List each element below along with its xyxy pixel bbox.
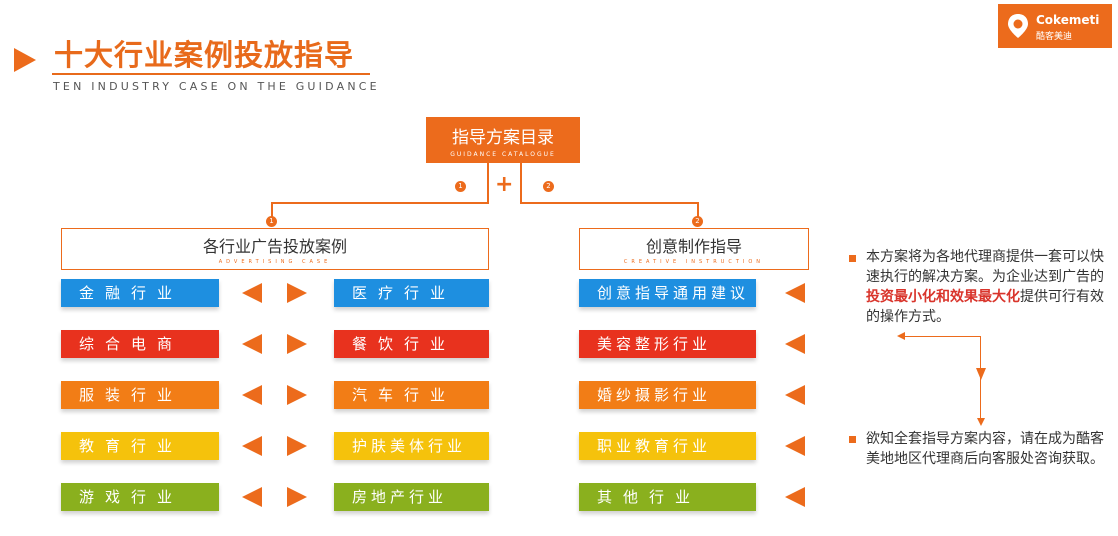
industry-item: 房地产行业 bbox=[334, 483, 489, 511]
arrow-left-icon bbox=[785, 334, 805, 354]
advertising-case-subtitle: ADVERTISING CASE bbox=[218, 259, 332, 265]
note-highlight: 效果最大化 bbox=[950, 289, 1020, 305]
arrow-right-icon bbox=[287, 283, 307, 303]
arrow-left-icon bbox=[785, 436, 805, 456]
note-text: 和 bbox=[936, 289, 950, 305]
note-arrow-left-icon bbox=[897, 332, 905, 340]
note-description: 本方案将为各地代理商提供一套可以快速执行的解决方案。为企业达到广告的投资最小化和… bbox=[866, 247, 1110, 327]
connector-right-vertical bbox=[520, 163, 522, 203]
arrow-left-icon bbox=[242, 436, 262, 456]
step-number-badge: 1 bbox=[455, 181, 466, 192]
arrow-left-icon bbox=[242, 385, 262, 405]
creative-item: 婚纱摄影行业 bbox=[579, 381, 756, 409]
industry-item: 餐饮行业 bbox=[334, 330, 489, 358]
industry-item: 游戏行业 bbox=[61, 483, 219, 511]
title-arrow-icon bbox=[14, 48, 36, 72]
arrow-left-icon bbox=[242, 334, 262, 354]
industry-item: 汽车行业 bbox=[334, 381, 489, 409]
root-catalogue-box: 指导方案目录 GUIDANCE CATALOGUE bbox=[426, 117, 580, 163]
connector-left-horizontal bbox=[271, 202, 489, 204]
arrow-left-icon bbox=[242, 283, 262, 303]
creative-item: 其他行业 bbox=[579, 483, 756, 511]
arrow-right-icon bbox=[287, 487, 307, 507]
creative-instruction-box: 创意制作指导 CREATIVE INSTRUCTION bbox=[579, 228, 809, 270]
arrow-right-icon bbox=[287, 385, 307, 405]
bullet-square-icon bbox=[849, 436, 856, 443]
note-arrow-down-icon bbox=[977, 418, 985, 426]
arrow-right-icon bbox=[287, 436, 307, 456]
note-highlight: 投资最小化 bbox=[866, 289, 936, 305]
title-underline bbox=[52, 73, 370, 75]
note-contact: 欲知全套指导方案内容，请在成为酷客美地地区代理商后向客服处咨询获取。 bbox=[866, 431, 1104, 467]
industry-item: 护肤美体行业 bbox=[334, 432, 489, 460]
connector-right-horizontal bbox=[520, 202, 699, 204]
industry-item: 综合电商 bbox=[61, 330, 219, 358]
creative-item: 创意指导通用建议 bbox=[579, 279, 756, 307]
industry-item: 教育行业 bbox=[61, 432, 219, 460]
bullet-square-icon bbox=[849, 255, 856, 262]
creative-instruction-subtitle: CREATIVE INSTRUCTION bbox=[623, 259, 765, 265]
arrow-left-icon bbox=[785, 385, 805, 405]
step-number-badge: 1 bbox=[266, 216, 277, 227]
creative-item: 美容整形行业 bbox=[579, 330, 756, 358]
note-text: 提供可行有效的操作方式。 bbox=[866, 289, 1104, 325]
brand-logo: Cokemeti 酷客美迪 bbox=[998, 4, 1112, 48]
arrow-left-icon bbox=[785, 487, 805, 507]
advertising-case-title: 各行业广告投放案例 bbox=[202, 237, 347, 256]
connector-left-vertical bbox=[487, 163, 489, 203]
page-subtitle: TEN INDUSTRY CASE ON THE GUIDANCE bbox=[53, 80, 380, 93]
plus-icon: + bbox=[495, 172, 514, 197]
logo-name: Cokemeti bbox=[1036, 13, 1100, 27]
arrow-left-icon bbox=[785, 283, 805, 303]
note-text: 本方案将为各地代理商提供一套可以快速执行的解决方案。为企业达到广告的 bbox=[866, 249, 1104, 285]
connector-right-drop bbox=[697, 202, 699, 220]
creative-instruction-title: 创意制作指导 bbox=[645, 237, 742, 256]
arrow-left-icon bbox=[242, 487, 262, 507]
industry-item: 金融行业 bbox=[61, 279, 219, 307]
root-subtitle: GUIDANCE CATALOGUE bbox=[450, 151, 556, 158]
industry-item: 服装行业 bbox=[61, 381, 219, 409]
arrow-right-icon bbox=[287, 334, 307, 354]
advertising-case-box: 各行业广告投放案例 ADVERTISING CASE bbox=[61, 228, 489, 270]
note-arrow-down-icon bbox=[976, 368, 986, 380]
logo-subname: 酷客美迪 bbox=[1036, 32, 1073, 42]
step-number-badge: 2 bbox=[543, 181, 554, 192]
connector-left-drop bbox=[271, 202, 273, 220]
root-title: 指导方案目录 bbox=[452, 128, 554, 148]
note-connector-horizontal bbox=[905, 336, 980, 337]
industry-item: 医疗行业 bbox=[334, 279, 489, 307]
creative-item: 职业教育行业 bbox=[579, 432, 756, 460]
step-number-badge: 2 bbox=[692, 216, 703, 227]
map-pin-icon bbox=[1008, 14, 1028, 38]
page-title: 十大行业案例投放指导 bbox=[54, 38, 355, 72]
